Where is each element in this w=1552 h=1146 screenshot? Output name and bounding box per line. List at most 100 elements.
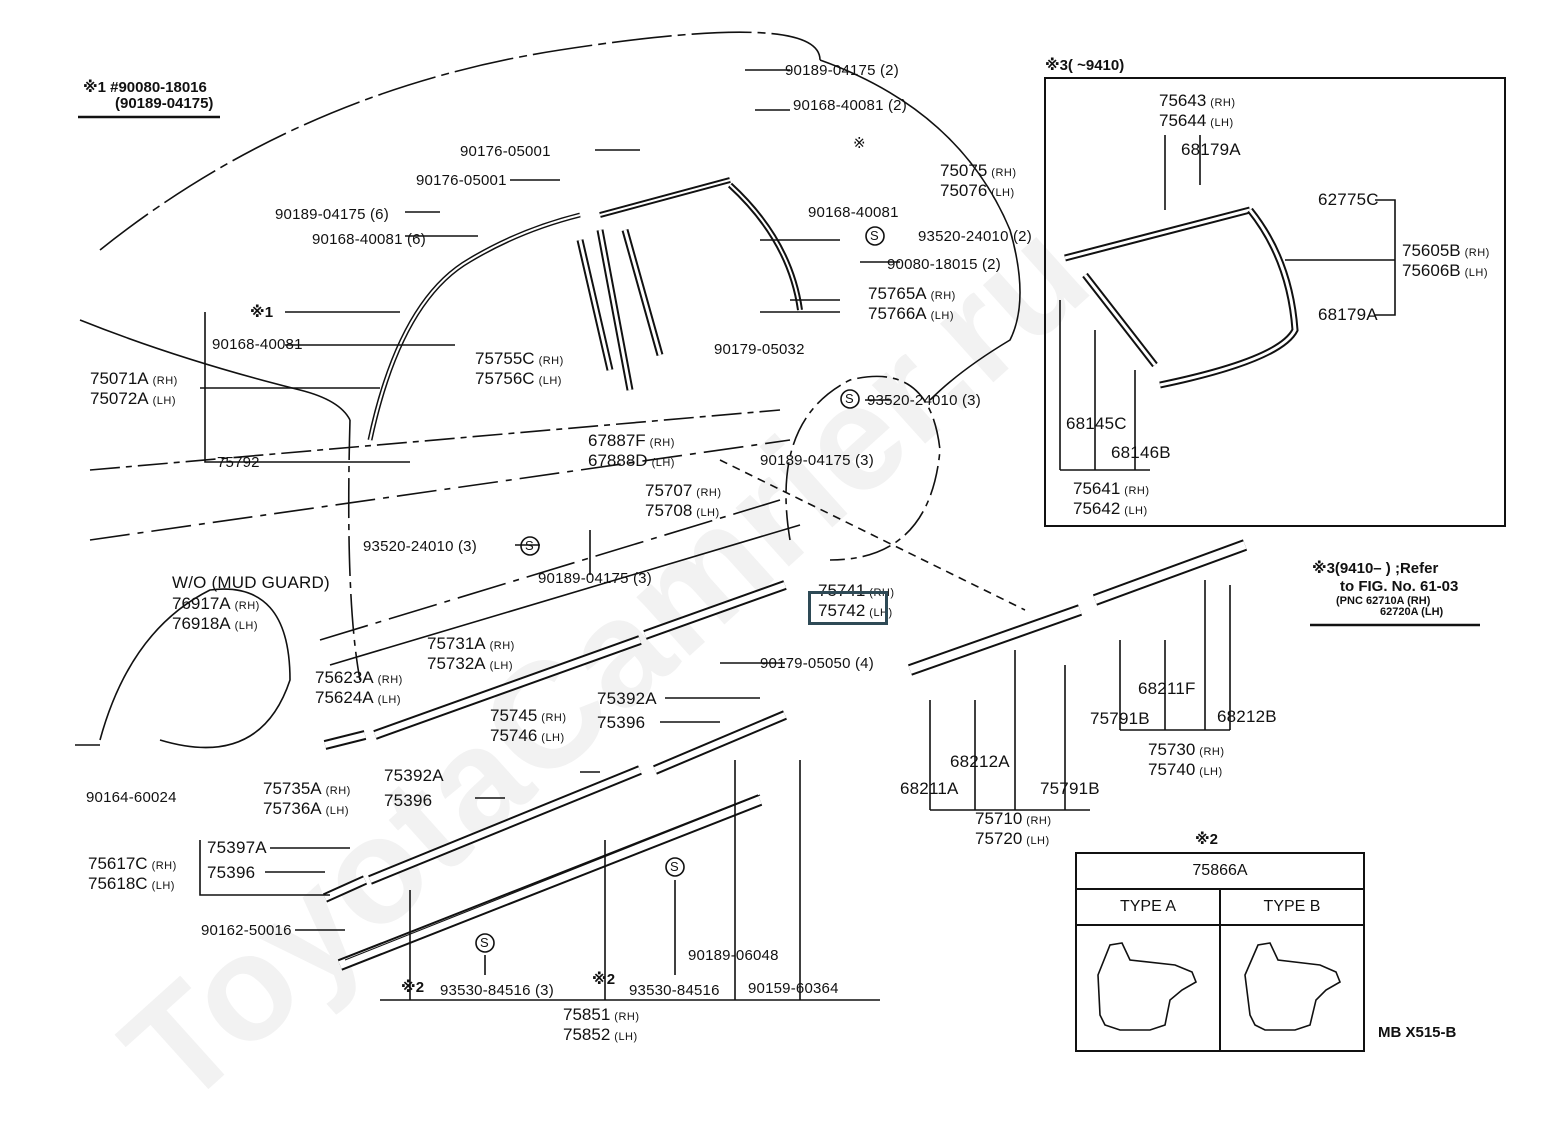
part-label[interactable]: 68145C xyxy=(1066,414,1127,433)
part-label[interactable]: 90179-05050 (4) xyxy=(760,655,874,672)
part-label[interactable]: 90159-60364 xyxy=(748,980,839,997)
inset-box-3 xyxy=(1044,77,1506,527)
note-2-ref: ※2 xyxy=(401,979,425,996)
s-circles xyxy=(475,226,885,953)
roof-molding xyxy=(367,212,581,441)
part-label[interactable]: 68211A xyxy=(900,779,959,798)
part-label[interactable]: 68211F xyxy=(1138,679,1196,698)
part-label[interactable]: 75396 xyxy=(384,791,433,810)
rocker-line-2 xyxy=(89,439,791,541)
part-label[interactable]: 93530-84516 (3) xyxy=(440,982,554,999)
part-label[interactable]: 75397A xyxy=(207,838,267,857)
asterisk-mark: ※ xyxy=(853,135,866,152)
note-3-pnc-lh: 62720A (LH) xyxy=(1380,606,1444,618)
front-pillar xyxy=(347,419,361,681)
part-pair[interactable]: 75643(RH)75644(LH) xyxy=(1159,91,1236,130)
part-pair[interactable]: 75641(RH)75642(LH) xyxy=(1073,479,1150,518)
part-label[interactable]: 75791B xyxy=(1040,779,1100,798)
part-pair[interactable]: 75075(RH)75076(LH) xyxy=(940,161,1017,200)
part-label[interactable]: 68179A xyxy=(1181,140,1241,159)
front-wheel-arch xyxy=(99,588,291,749)
part-label[interactable]: 93520-24010 (2) xyxy=(918,228,1032,245)
rear-body-line xyxy=(819,59,1021,401)
rocker-line-3 xyxy=(319,499,781,641)
part-label[interactable]: 90176-05001 xyxy=(416,172,507,189)
part-pair[interactable]: 75755C(RH)75756C(LH) xyxy=(475,349,564,388)
part-label[interactable]: 90176-05001 xyxy=(460,143,551,160)
part-label[interactable]: 90189-04175 (6) xyxy=(275,206,389,223)
roof-line xyxy=(99,31,821,251)
part-pair[interactable]: 75623A(RH)75624A(LH) xyxy=(315,668,403,707)
part-label[interactable]: 68212A xyxy=(950,752,1010,771)
part-label[interactable]: 75396 xyxy=(597,713,646,732)
part-label[interactable]: 90080-18015 (2) xyxy=(887,256,1001,273)
part-label[interactable]: 93520-24010 (3) xyxy=(363,538,477,555)
part-label[interactable]: 90189-04175 (2) xyxy=(785,62,899,79)
part-label[interactable]: 75792 xyxy=(217,454,260,471)
note-1-mark: ※1 #90080-18016 xyxy=(83,79,207,96)
part-pair[interactable]: 75745(RH)75746(LH) xyxy=(490,706,567,745)
note-3-header: ※3( ~9410) xyxy=(1045,57,1125,74)
part-label[interactable]: 68179A xyxy=(1318,305,1378,324)
rear-wheel-arch xyxy=(785,375,941,561)
s-mark: S xyxy=(845,391,854,406)
part-pair[interactable]: 76917A(RH)76918A(LH) xyxy=(172,594,260,633)
type-a-cell xyxy=(1075,924,1221,1052)
part-label[interactable]: 68212B xyxy=(1217,707,1277,726)
part-label[interactable]: 90168-40081 xyxy=(212,336,303,353)
type-b-cell xyxy=(1219,924,1365,1052)
part-label[interactable]: 93530-84516 xyxy=(629,982,720,999)
part-pair[interactable]: 75730(RH)75740(LH) xyxy=(1148,740,1225,779)
front-fender-line xyxy=(79,319,351,421)
part-label[interactable]: 75791B xyxy=(1090,709,1150,728)
part-pair[interactable]: 75707(RH)75708(LH) xyxy=(645,481,722,520)
part-label[interactable]: 75392A xyxy=(384,766,444,785)
note-3-pnc: (PNC 62710A (RH) xyxy=(1336,595,1431,607)
variant-label: W/O (MUD GUARD) xyxy=(172,573,330,592)
part-label[interactable]: 93520-24010 (3) xyxy=(867,392,981,409)
part-label[interactable]: 90168-40081 (2) xyxy=(793,97,907,114)
part-label[interactable]: 62775C xyxy=(1318,190,1379,209)
part-label[interactable]: 90162-50016 xyxy=(201,922,292,939)
part-pair[interactable]: 75851(RH)75852(LH) xyxy=(563,1005,640,1044)
part-label[interactable]: 90179-05032 xyxy=(714,341,805,358)
part-pair[interactable]: 67887F(RH)67888D(LH) xyxy=(588,431,675,470)
clip-type-table: 75866A TYPE A TYPE B xyxy=(1075,852,1365,1052)
part-label[interactable]: 75396 xyxy=(207,863,256,882)
type-b-header: TYPE B xyxy=(1219,888,1365,926)
highlight-box-75742[interactable] xyxy=(808,591,888,625)
part-pair[interactable]: 75731A(RH)75732A(LH) xyxy=(427,634,515,673)
s-mark: S xyxy=(480,935,489,950)
part-label[interactable]: 90168-40081 xyxy=(808,204,899,221)
part-label[interactable]: 90189-06048 xyxy=(688,947,779,964)
part-pair[interactable]: 75710(RH)75720(LH) xyxy=(975,809,1052,848)
rear-window-molding xyxy=(727,182,803,311)
note-3-ref-line2: to FIG. No. 61-03 xyxy=(1340,578,1459,595)
note-1-ref: ※1 xyxy=(250,304,274,321)
rocker-line-1 xyxy=(89,409,781,471)
leader-dashed-main xyxy=(719,459,1026,611)
rocker-line-4 xyxy=(329,524,801,666)
part-label[interactable]: 90164-60024 xyxy=(86,789,177,806)
clip-part-number: 75866A xyxy=(1075,852,1365,890)
part-pair[interactable]: 75071A(RH)75072A(LH) xyxy=(90,369,178,408)
part-pair[interactable]: 75617C(RH)75618C(LH) xyxy=(88,854,177,893)
s-mark: S xyxy=(870,228,879,243)
note-2-ref: ※2 xyxy=(592,971,616,988)
part-pair[interactable]: 75765A(RH)75766A(LH) xyxy=(868,284,956,323)
note-2-mark: ※2 xyxy=(1195,831,1218,848)
note-3-ref-line1: ※3(9410– ) ;Refer xyxy=(1312,560,1439,577)
s-mark: S xyxy=(525,538,534,553)
part-label[interactable]: 90189-04175 (3) xyxy=(760,452,874,469)
part-label[interactable]: 68146B xyxy=(1111,443,1171,462)
part-pair[interactable]: 75735A(RH)75736A(LH) xyxy=(263,779,351,818)
part-label[interactable]: 90189-04175 (3) xyxy=(538,570,652,587)
note-1-sub: (90189-04175) xyxy=(115,95,214,112)
s-mark: S xyxy=(670,859,679,874)
diagram-code: MB X515-B xyxy=(1378,1024,1457,1041)
part-label[interactable]: 75392A xyxy=(597,689,657,708)
part-pair[interactable]: 75605B(RH)75606B(LH) xyxy=(1402,241,1490,280)
type-a-header: TYPE A xyxy=(1075,888,1221,926)
part-label[interactable]: 90168-40081 (6) xyxy=(312,231,426,248)
